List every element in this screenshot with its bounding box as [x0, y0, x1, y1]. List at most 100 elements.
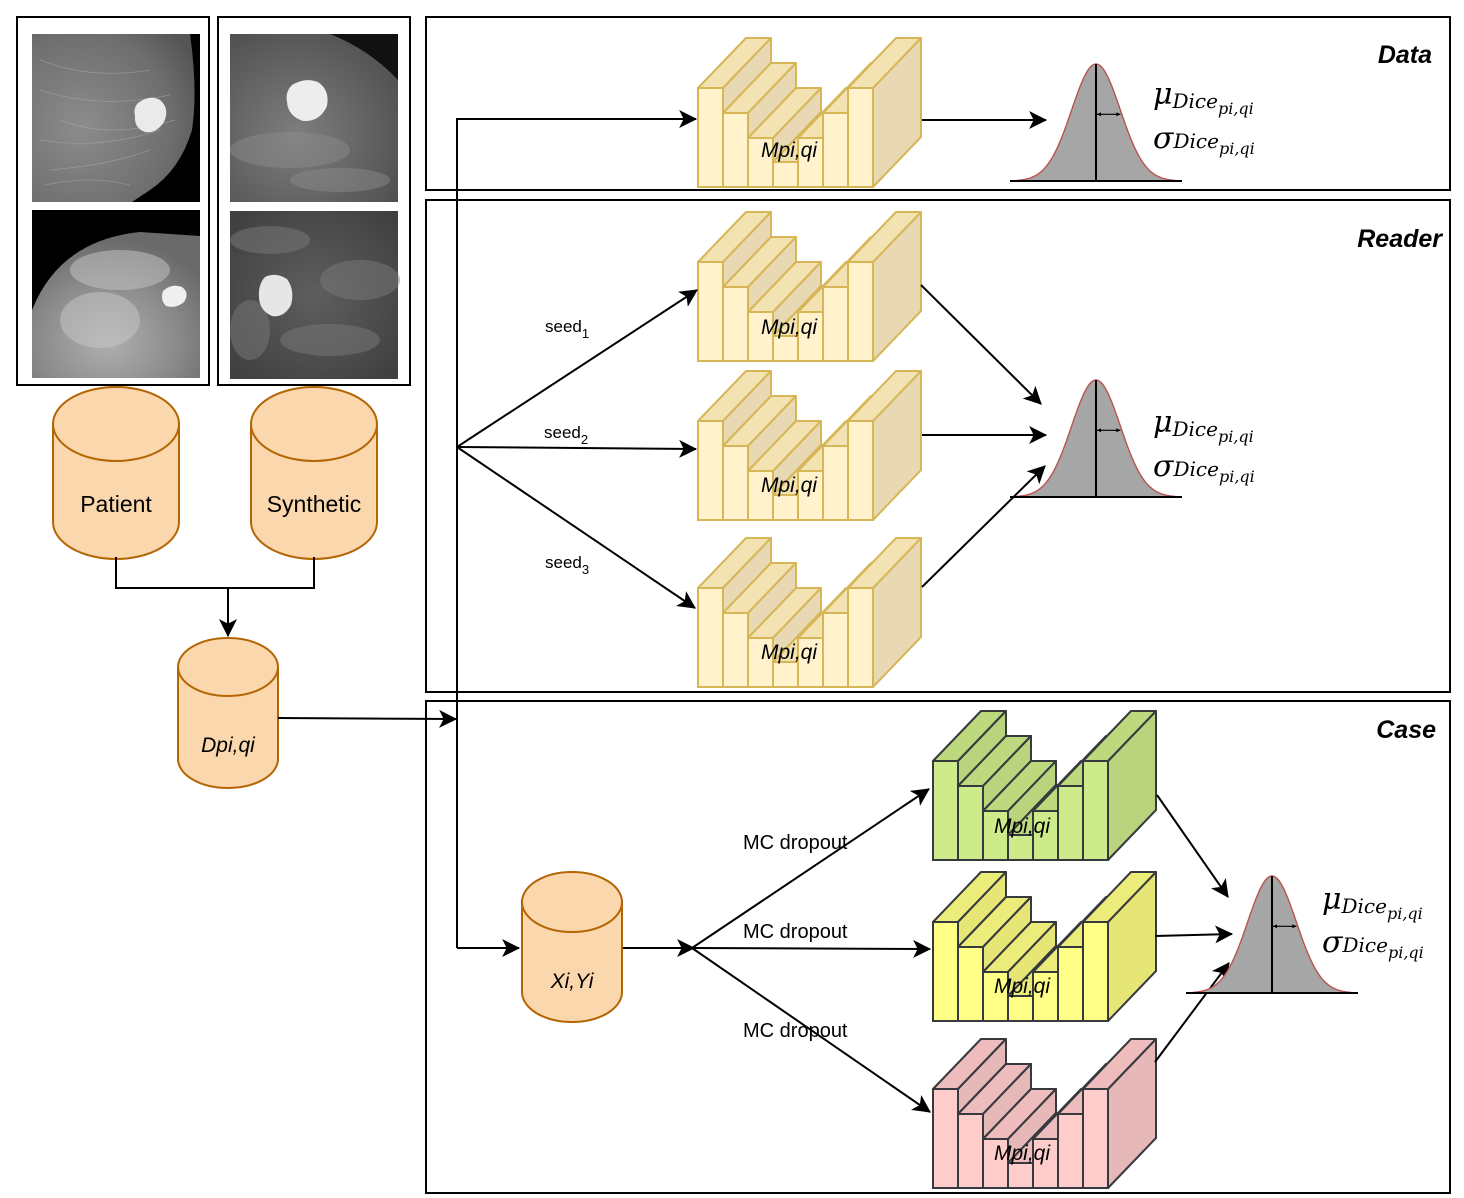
unet-layer [822, 612, 849, 688]
cylinder-body [521, 871, 623, 1023]
cylinder-rim [250, 423, 378, 462]
net-label-data: Mpi,qi [761, 139, 818, 162]
unet-layer [772, 494, 799, 521]
synthetic-image-panel [217, 16, 411, 386]
net-label-case-2: Mpi,qi [994, 975, 1051, 998]
net-label-case-3: Mpi,qi [994, 1142, 1051, 1165]
cylinder-body [177, 637, 279, 789]
unet-layer [747, 311, 774, 362]
unet-layer [1057, 946, 1084, 1022]
unet-layer [747, 137, 774, 188]
patient-mammogram-1 [32, 34, 200, 202]
mu-dice-reader: μDicepi,qi [1153, 405, 1254, 446]
unet-layer [772, 335, 799, 362]
unet-layer [797, 137, 824, 188]
cylinder-body [52, 386, 180, 560]
unet-layer [1032, 971, 1059, 1022]
unet-case-model-yellow [932, 871, 1157, 1022]
unet-layer [1082, 921, 1109, 1022]
output-edges [920, 111, 1234, 1063]
unet-layer [1082, 1088, 1109, 1189]
unet-layer [822, 112, 849, 188]
case-input-database [521, 871, 623, 1023]
unet-reader-model-seed2 [697, 370, 922, 521]
unet-layer [1057, 1113, 1084, 1189]
synthetic-database-label: Synthetic [267, 491, 362, 517]
stats-case: μDicepi,qi σDicepi,qi [1322, 882, 1424, 962]
unet-case-model-pink [932, 1038, 1157, 1189]
unet-layer [822, 286, 849, 362]
unet-layer [772, 661, 799, 688]
unet-layer [957, 1113, 984, 1189]
unet-layer [722, 112, 749, 188]
unet-layer [1032, 1138, 1059, 1189]
cylinder-body [250, 386, 378, 560]
unet-layer [797, 311, 824, 362]
reader-panel-title: Reader [1357, 225, 1443, 253]
unet-layer [932, 1088, 959, 1189]
unet-layer [697, 87, 724, 188]
unet-layer [1007, 1162, 1034, 1189]
unet-layer [697, 587, 724, 688]
mc-dropout-label-3: MC dropout [743, 1020, 848, 1042]
stats-reader: μDicepi,qi σDicepi,qi [1153, 405, 1255, 486]
unet-layer [847, 261, 874, 362]
unet-layer [722, 612, 749, 688]
synthetic-database [250, 386, 378, 560]
patient-database-label: Patient [80, 491, 152, 517]
unet-layer [847, 420, 874, 521]
unet-layer [1082, 760, 1109, 861]
data-panel: Data [425, 16, 1451, 191]
unet-layer [697, 420, 724, 521]
unet-layer [932, 921, 959, 1022]
reader-panel: Reader [425, 199, 1451, 693]
sigma-dice-reader: σDicepi,qi [1153, 449, 1255, 486]
synthetic-mammogram-2 [230, 211, 400, 379]
unet-layer [722, 286, 749, 362]
unet-layer [772, 161, 799, 188]
mu-dice-case: μDicepi,qi [1322, 882, 1423, 923]
unet-layer [722, 445, 749, 521]
unet-data-model [697, 37, 922, 188]
mc-dropout-label-1: MC dropout [743, 832, 848, 854]
mc-dropout-label-2: MC dropout [743, 921, 848, 943]
cylinder-rim [52, 423, 180, 462]
unet-layer [957, 946, 984, 1022]
sigma-dice-case: σDicepi,qi [1322, 925, 1424, 962]
unet-layer [847, 587, 874, 688]
net-label-case-1: Mpi,qi [994, 815, 1051, 838]
unet-layer [1057, 785, 1084, 861]
synthetic-mammogram-1 [230, 34, 398, 202]
seed2-label: seed2 [544, 423, 588, 447]
patient-mammogram-2 [32, 210, 200, 378]
patient-image-panel [16, 16, 210, 386]
trunk-connectors [277, 110, 698, 957]
stats-data: μDicepi,qi σDicepi,qi [1153, 77, 1255, 158]
unet-layer [797, 470, 824, 521]
seed1-label: seed1 [545, 317, 589, 341]
net-label-reader-1: Mpi,qi [761, 316, 818, 339]
combined-database [177, 637, 279, 789]
gaussian-data [1010, 63, 1182, 182]
reader-edges [456, 289, 698, 609]
unet-layer [697, 261, 724, 362]
unet-case-model-green [932, 710, 1157, 861]
unet-reader-model-seed3 [697, 537, 922, 688]
net-label-reader-3: Mpi,qi [761, 641, 818, 664]
unet-layer [847, 87, 874, 188]
cylinder-rim [177, 666, 279, 697]
unet-layer [1007, 995, 1034, 1022]
combined-database-label: Dpi,qi [201, 734, 256, 757]
case-panel: Case [425, 700, 1451, 1194]
case-edges [691, 788, 932, 1113]
gaussian-reader [1010, 379, 1182, 498]
unet-layer [957, 785, 984, 861]
seed3-label: seed3 [545, 553, 589, 577]
mu-dice-data: μDicepi,qi [1153, 77, 1254, 118]
gaussian-case [1186, 875, 1358, 994]
unet-layer [1007, 834, 1034, 861]
unet-layer [797, 637, 824, 688]
data-panel-title: Data [1378, 41, 1432, 69]
sigma-dice-data: σDicepi,qi [1153, 121, 1255, 158]
